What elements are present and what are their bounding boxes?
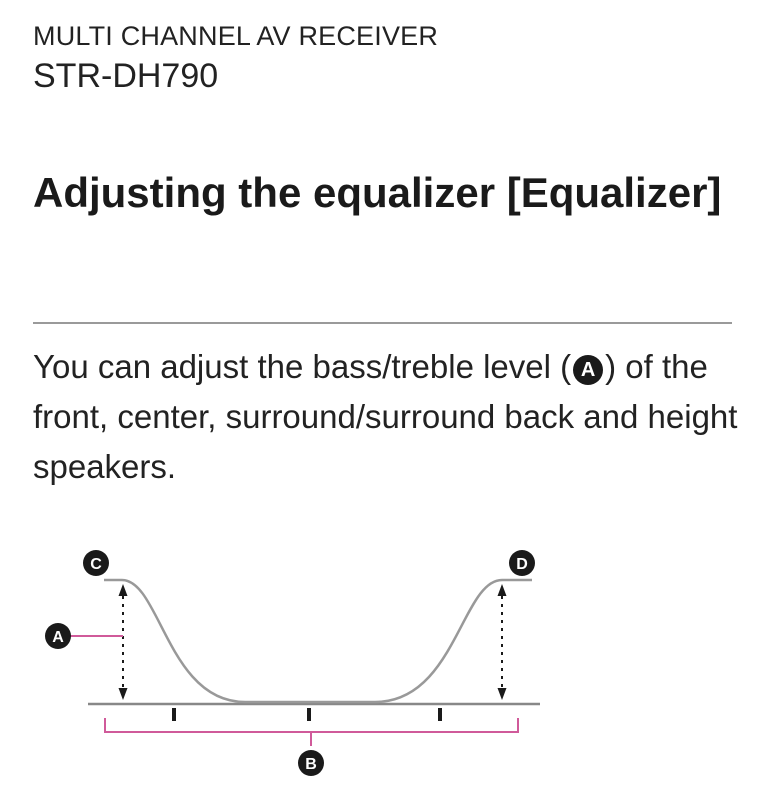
left-arrow-head-up <box>118 584 128 596</box>
marker-c-badge: C <box>83 550 109 576</box>
marker-a-label: A <box>52 629 64 646</box>
intro-paragraph: You can adjust the bass/treble level (A)… <box>33 342 743 492</box>
equalizer-diagram: A B C D <box>45 550 540 776</box>
intro-text-start: You can adjust the bass/treble level ( <box>33 348 572 385</box>
marker-c-label: C <box>90 556 102 573</box>
title-divider <box>33 322 732 324</box>
marker-b-bracket <box>104 718 519 733</box>
page-title: Adjusting the equalizer [Equalizer] <box>33 169 722 216</box>
marker-d-label: D <box>516 556 528 573</box>
marker-b-label: B <box>305 756 317 773</box>
marker-a-badge: A <box>45 623 71 649</box>
intro-text-end: ) of the front, center, surround/surroun… <box>33 348 738 485</box>
product-line: MULTI CHANNEL AV RECEIVER <box>33 21 439 51</box>
model-number: STR-DH790 <box>33 57 219 95</box>
marker-d-badge: D <box>509 550 535 576</box>
left-arrow-head-down <box>118 688 128 700</box>
right-arrow-head-up <box>497 584 507 596</box>
marker-b-badge: B <box>298 750 324 776</box>
marker-a-inline: A <box>573 355 604 385</box>
equalizer-curve <box>104 578 532 704</box>
page-header: MULTI CHANNEL AV RECEIVER STR-DH790 <box>33 18 438 98</box>
right-arrow-head-down <box>497 688 507 700</box>
